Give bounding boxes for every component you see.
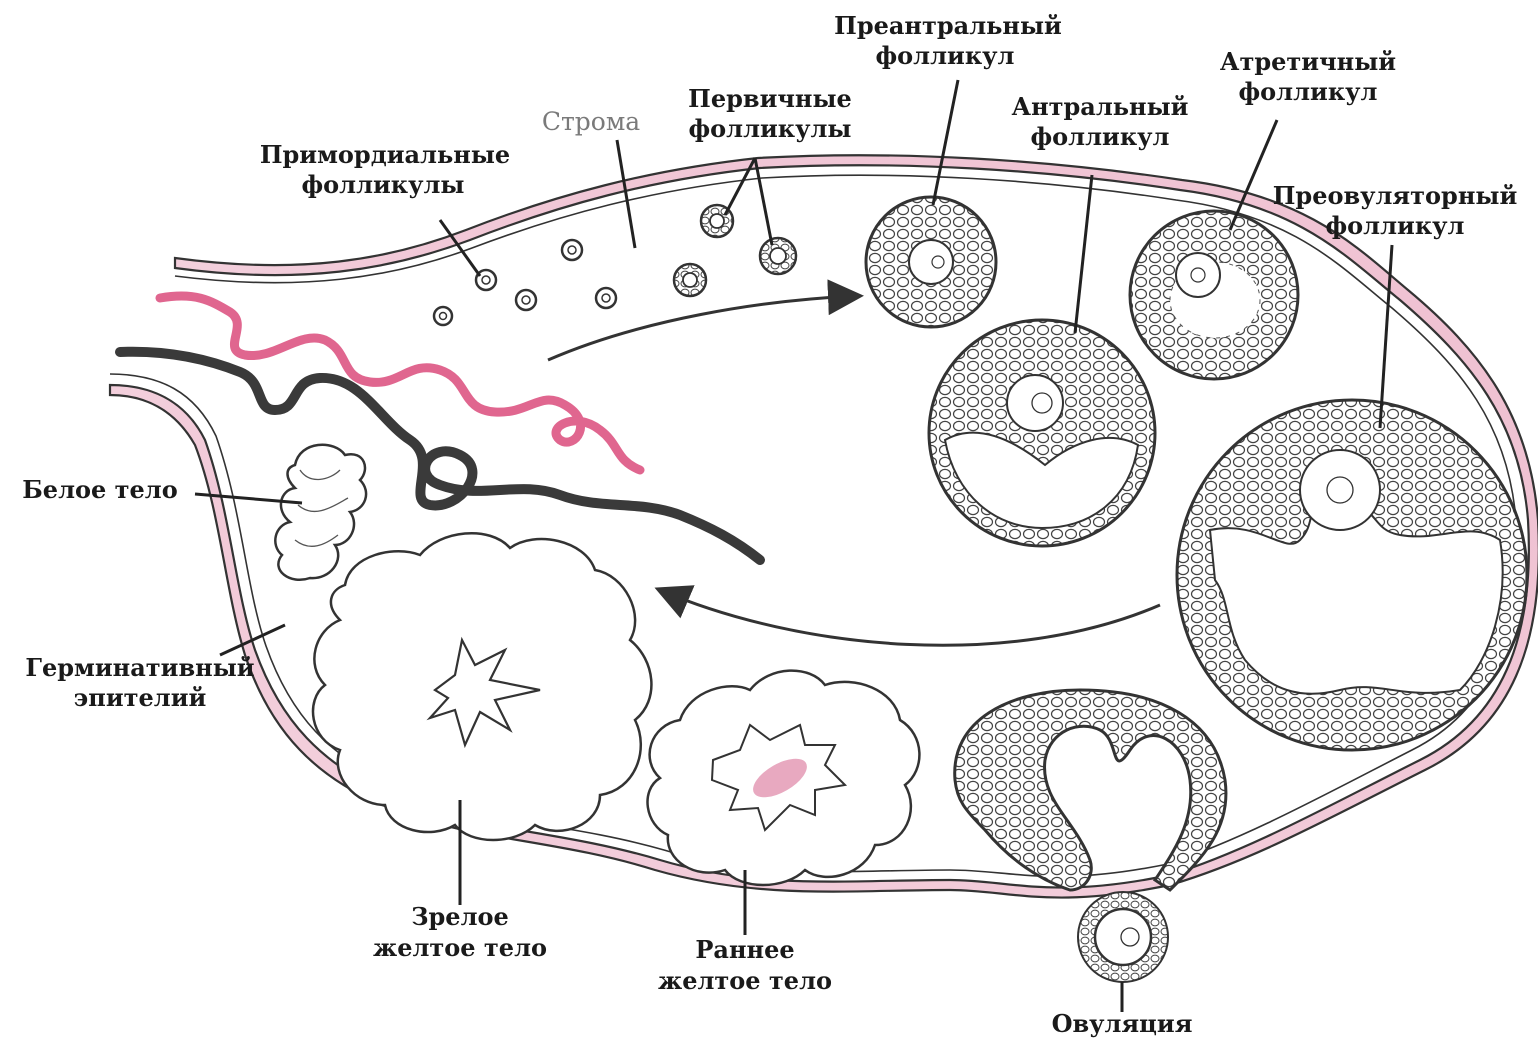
label-germinal-line1: Герминативный xyxy=(25,653,254,682)
label-early-cl-line1: Раннее xyxy=(695,935,794,964)
label-mature-cl-line1: Зрелое xyxy=(411,902,509,931)
label-stroma: Строма xyxy=(542,107,640,136)
primordial-follicle xyxy=(434,307,452,325)
label-antral-line1: Антральный xyxy=(1012,92,1189,121)
label-early-cl-line2: желтое тело xyxy=(658,966,832,995)
arrow-to-preantral xyxy=(548,296,858,360)
primordial-follicle xyxy=(562,240,582,260)
label-primary-line1: Первичные xyxy=(688,84,852,113)
corpus-albicans xyxy=(275,445,366,580)
label-preantral-line2: фолликул xyxy=(876,41,1015,70)
ovulating-follicle xyxy=(955,690,1226,890)
vessel-dark xyxy=(120,352,760,560)
mature-corpus-luteum xyxy=(313,533,651,840)
preantral-follicle xyxy=(866,197,996,327)
label-ovulation: Овуляция xyxy=(1052,1009,1193,1038)
antral-follicle xyxy=(929,320,1155,546)
label-primary-line2: фолликулы xyxy=(689,114,852,143)
label-preantral-line1: Преантральный xyxy=(834,11,1062,40)
label-primordial-line1: Примордиальные xyxy=(260,140,510,169)
label-atretic-line1: Атретичный xyxy=(1220,47,1396,76)
arrow-to-corpus-luteum xyxy=(660,590,1160,645)
vessel-pink xyxy=(160,296,640,470)
label-preovulatory-line2: фолликул xyxy=(1326,211,1465,240)
label-antral-line2: фолликул xyxy=(1031,122,1170,151)
label-primordial-line2: фолликулы xyxy=(302,170,465,199)
primary-follicle xyxy=(674,264,706,296)
early-corpus-luteum xyxy=(648,671,920,885)
primary-follicle xyxy=(760,238,796,274)
atretic-follicle xyxy=(1130,211,1298,379)
label-preovulatory-line1: Преовуляторный xyxy=(1273,181,1518,210)
label-germinal-line2: эпителий xyxy=(74,683,207,712)
ovulated-oocyte xyxy=(1078,892,1168,982)
label-corpus-albicans: Белое тело xyxy=(22,475,177,504)
preovulatory-follicle xyxy=(1177,400,1527,750)
primordial-follicle xyxy=(596,288,616,308)
label-atretic-line2: фолликул xyxy=(1239,77,1378,106)
label-mature-cl-line2: желтое тело xyxy=(373,933,547,962)
primordial-follicle xyxy=(516,290,536,310)
